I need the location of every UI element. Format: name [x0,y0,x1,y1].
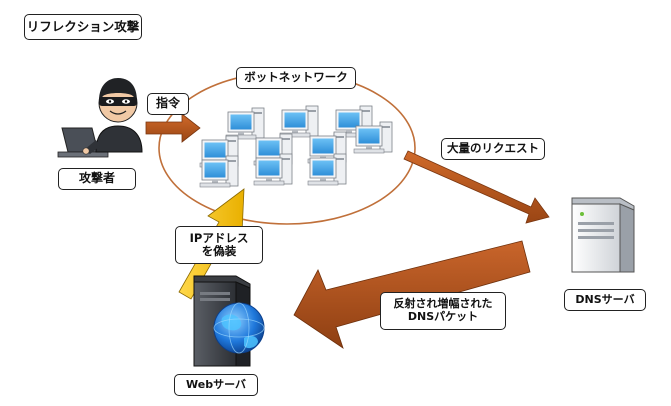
diagram-title: リフレクション攻撃 [24,14,142,40]
web-server-label: Webサーバ [174,374,258,396]
title-text: リフレクション攻撃 [26,18,140,34]
desktop-computer-icon [353,121,393,154]
hacker-icon [57,78,143,158]
desktop-computer-icon [279,105,319,138]
desktop-computer-icon [225,107,265,140]
command-label-text: 指令 [155,96,180,111]
server-globe-icon [193,275,265,367]
desktop-computer-icon [199,155,239,188]
reflected-label-line1: 反射され増幅された [393,297,493,311]
server-tower-icon [571,197,635,273]
command-arrow [145,113,201,143]
botnet-label: ボットネットワーク [236,67,356,89]
spoof-label: IPアドレス を偽装 [175,226,263,264]
attacker-label-text: 攻撃者 [78,171,115,186]
requests-arrow [403,150,550,224]
command-label: 指令 [147,93,189,115]
desktop-computer-icon [253,153,293,186]
botnet-label-text: ボットネットワーク [244,70,348,85]
desktop-computer-icon [307,153,347,186]
dns-server-label-text: DNSサーバ [575,292,635,306]
web-server-label-text: Webサーバ [186,377,246,391]
spoof-label-line2: を偽装 [201,244,237,258]
requests-label-text: 大量のリクエスト [447,141,539,156]
requests-label: 大量のリクエスト [441,138,545,160]
reflected-label-line2: DNSパケット [407,310,479,323]
spoof-label-line1: IPアドレス [189,230,249,245]
attacker-label: 攻撃者 [58,168,136,190]
dns-server-label: DNSサーバ [564,289,646,311]
reflected-label: 反射され増幅された DNSパケット [380,292,506,330]
bot-computers [199,105,393,188]
